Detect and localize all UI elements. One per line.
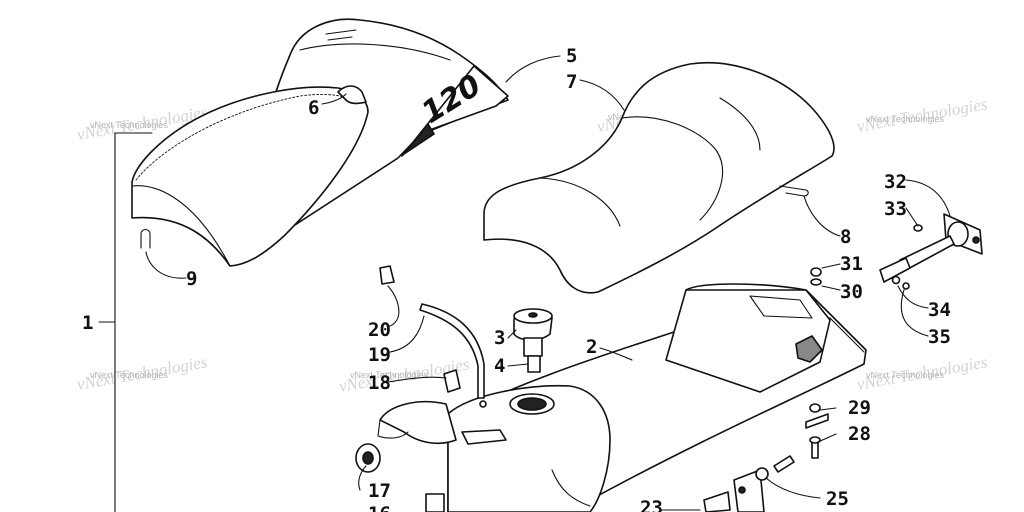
callout-7: 7 xyxy=(566,71,577,93)
small-fastener xyxy=(913,224,923,232)
callout-29: 29 xyxy=(848,397,871,419)
callout-33: 33 xyxy=(884,198,907,220)
seat-base-tank xyxy=(377,283,867,512)
fuel-gauge-sender xyxy=(527,355,541,373)
cowl-emblem xyxy=(325,29,357,35)
callout-25: 25 xyxy=(826,488,849,510)
nut-29-top xyxy=(809,403,821,413)
grommet xyxy=(703,491,731,512)
watermark: vNext Technologies xyxy=(90,370,168,380)
lock-nut xyxy=(810,267,822,277)
spacer-bushing xyxy=(755,467,769,481)
tail-light-bracket xyxy=(879,213,983,290)
wire-clip xyxy=(779,185,809,197)
callout-32: 32 xyxy=(884,171,907,193)
nut-29 xyxy=(805,413,829,429)
hose-fitting xyxy=(443,369,461,393)
fuel-cap-assembly xyxy=(513,308,553,373)
watermark: vNext Technologies xyxy=(350,370,428,380)
leader-lines xyxy=(145,55,951,511)
cushion-front-edge xyxy=(131,185,231,267)
screw-nut-pair xyxy=(805,403,829,459)
callout-3: 3 xyxy=(494,327,505,349)
callout-5: 5 xyxy=(566,45,577,67)
callout-31: 31 xyxy=(840,253,863,275)
washer xyxy=(902,282,910,290)
callout-2: 2 xyxy=(586,336,597,358)
seat-seam xyxy=(539,177,621,227)
grab-handle xyxy=(337,85,367,105)
callout-numbers: 1 2 3 4 5 6 7 8 9 20 19 18 17 16 23 25 2… xyxy=(82,45,951,512)
cowl-emblem xyxy=(327,36,353,41)
decal-stripe xyxy=(403,123,435,155)
callout-16: 16 xyxy=(368,503,391,512)
bracket-lip xyxy=(377,419,409,439)
rear-console xyxy=(665,289,831,393)
callout-35: 35 xyxy=(928,326,951,348)
shaft-end xyxy=(879,257,911,283)
watermark: vNext Technologies xyxy=(866,370,944,380)
nut xyxy=(891,275,901,285)
filler-opening xyxy=(517,397,547,411)
console-slot xyxy=(749,295,813,319)
callout-19: 19 xyxy=(368,344,391,366)
fuel-cap-gasket xyxy=(523,337,543,357)
plate-hole xyxy=(738,486,746,494)
callout-17: 17 xyxy=(368,480,391,502)
bracket-boss xyxy=(947,221,969,247)
fuel-cap-knob xyxy=(528,312,538,318)
bottom-fasteners xyxy=(425,455,795,512)
callout-23: 23 xyxy=(640,497,663,512)
callout-34: 34 xyxy=(928,299,951,321)
screw-28-head xyxy=(809,436,821,444)
callout-28: 28 xyxy=(848,423,871,445)
watermark: vNext Technologies xyxy=(90,120,168,130)
seat-cushion-assembly xyxy=(483,62,835,294)
hose-clip xyxy=(379,265,395,285)
cowl-ridge-line xyxy=(299,43,451,61)
plate-bolt xyxy=(972,236,980,244)
upholstered-seat xyxy=(483,62,835,294)
vent-hose xyxy=(419,303,485,399)
flat-washer xyxy=(810,278,822,286)
star-washer-hole xyxy=(362,451,374,465)
tank-front-bracket xyxy=(379,400,457,445)
vent-hose-assembly xyxy=(379,265,485,399)
seat-seam xyxy=(621,116,724,221)
assembly-bracket xyxy=(98,132,153,512)
callout-6: 6 xyxy=(308,97,319,119)
callout-4: 4 xyxy=(494,355,505,377)
watermark: vNext Technologies xyxy=(866,114,944,124)
callout-9: 9 xyxy=(186,268,197,290)
nut-washer-pair xyxy=(810,267,822,286)
vent-port xyxy=(479,400,487,408)
seat-clip xyxy=(140,228,151,249)
rubber-bumper xyxy=(425,493,445,512)
callout-20: 20 xyxy=(368,319,391,341)
callout-8: 8 xyxy=(840,226,851,248)
console-recess xyxy=(795,335,823,363)
bracket-plate xyxy=(733,469,765,512)
screw xyxy=(773,455,795,473)
tank-side-curve xyxy=(551,469,591,507)
callout-18: 18 xyxy=(368,372,391,394)
callout-1: 1 xyxy=(82,312,93,334)
star-washer xyxy=(355,443,381,473)
seat-seam xyxy=(719,97,761,151)
fuel-tank xyxy=(447,384,611,512)
callout-30: 30 xyxy=(840,281,863,303)
seat-cushion xyxy=(131,86,369,267)
tank-handle-slot xyxy=(461,429,507,445)
seat-assembly: 120 xyxy=(131,18,509,267)
